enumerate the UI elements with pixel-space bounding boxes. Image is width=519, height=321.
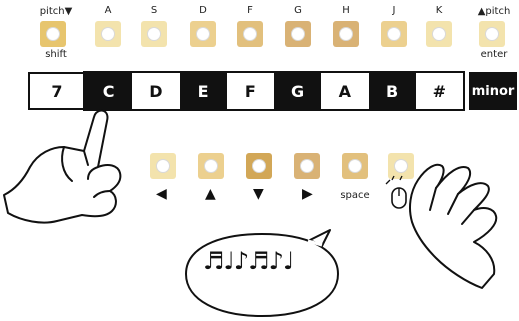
note-g[interactable]: G [274, 73, 322, 109]
key-j[interactable] [381, 21, 407, 47]
note-b[interactable]: B [368, 73, 416, 109]
key-k[interactable] [426, 21, 452, 47]
key-h[interactable] [333, 21, 359, 47]
shift-key[interactable] [40, 21, 66, 47]
speech-bubble [185, 229, 339, 317]
key-label-a: A [104, 5, 112, 16]
octave-box[interactable]: 7 [28, 72, 86, 110]
key-label-f: F [247, 5, 253, 16]
key-label-h: H [342, 5, 350, 16]
key-label-j: J [392, 5, 396, 16]
note-a[interactable]: A [321, 73, 369, 109]
shift-label: shift [45, 49, 67, 60]
down-arrow-icon: ▼ [253, 186, 264, 202]
right-key[interactable] [294, 153, 320, 179]
note-d[interactable]: D [132, 73, 180, 109]
left-key[interactable] [150, 153, 176, 179]
pitch-up-label: ▲pitch [477, 6, 511, 17]
up-arrow-icon: ▲ [205, 186, 216, 202]
key-label-d: D [199, 5, 207, 16]
key-g[interactable] [285, 21, 311, 47]
key-f[interactable] [237, 21, 263, 47]
note-sharp[interactable]: # [415, 73, 463, 109]
enter-key[interactable] [479, 21, 505, 47]
pitch-down-label: pitch▼ [39, 6, 73, 17]
space-key[interactable] [342, 153, 368, 179]
enter-label: enter [480, 49, 508, 60]
down-key[interactable] [246, 153, 272, 179]
note-c[interactable]: C [85, 73, 133, 109]
note-e[interactable]: E [179, 73, 227, 109]
note-strip: C D E F G A B # [83, 71, 465, 111]
pointing-hand-icon [3, 109, 122, 224]
music-notes-icon: ♬♩♪♬♪♩ [203, 247, 294, 275]
key-s[interactable] [141, 21, 167, 47]
mode-box[interactable]: minor [469, 72, 517, 110]
key-a[interactable] [95, 21, 121, 47]
key-label-k: K [435, 5, 443, 16]
space-label: space [340, 190, 370, 201]
hand-icon [385, 163, 498, 289]
up-key[interactable] [198, 153, 224, 179]
note-f[interactable]: F [226, 73, 274, 109]
right-arrow-icon: ▶ [302, 186, 313, 202]
key-label-s: S [150, 5, 158, 16]
left-arrow-icon: ◀ [156, 186, 167, 202]
key-label-g: G [294, 5, 302, 16]
mouse-icon [385, 175, 407, 209]
mouse-key[interactable] [388, 153, 414, 179]
key-d[interactable] [190, 21, 216, 47]
